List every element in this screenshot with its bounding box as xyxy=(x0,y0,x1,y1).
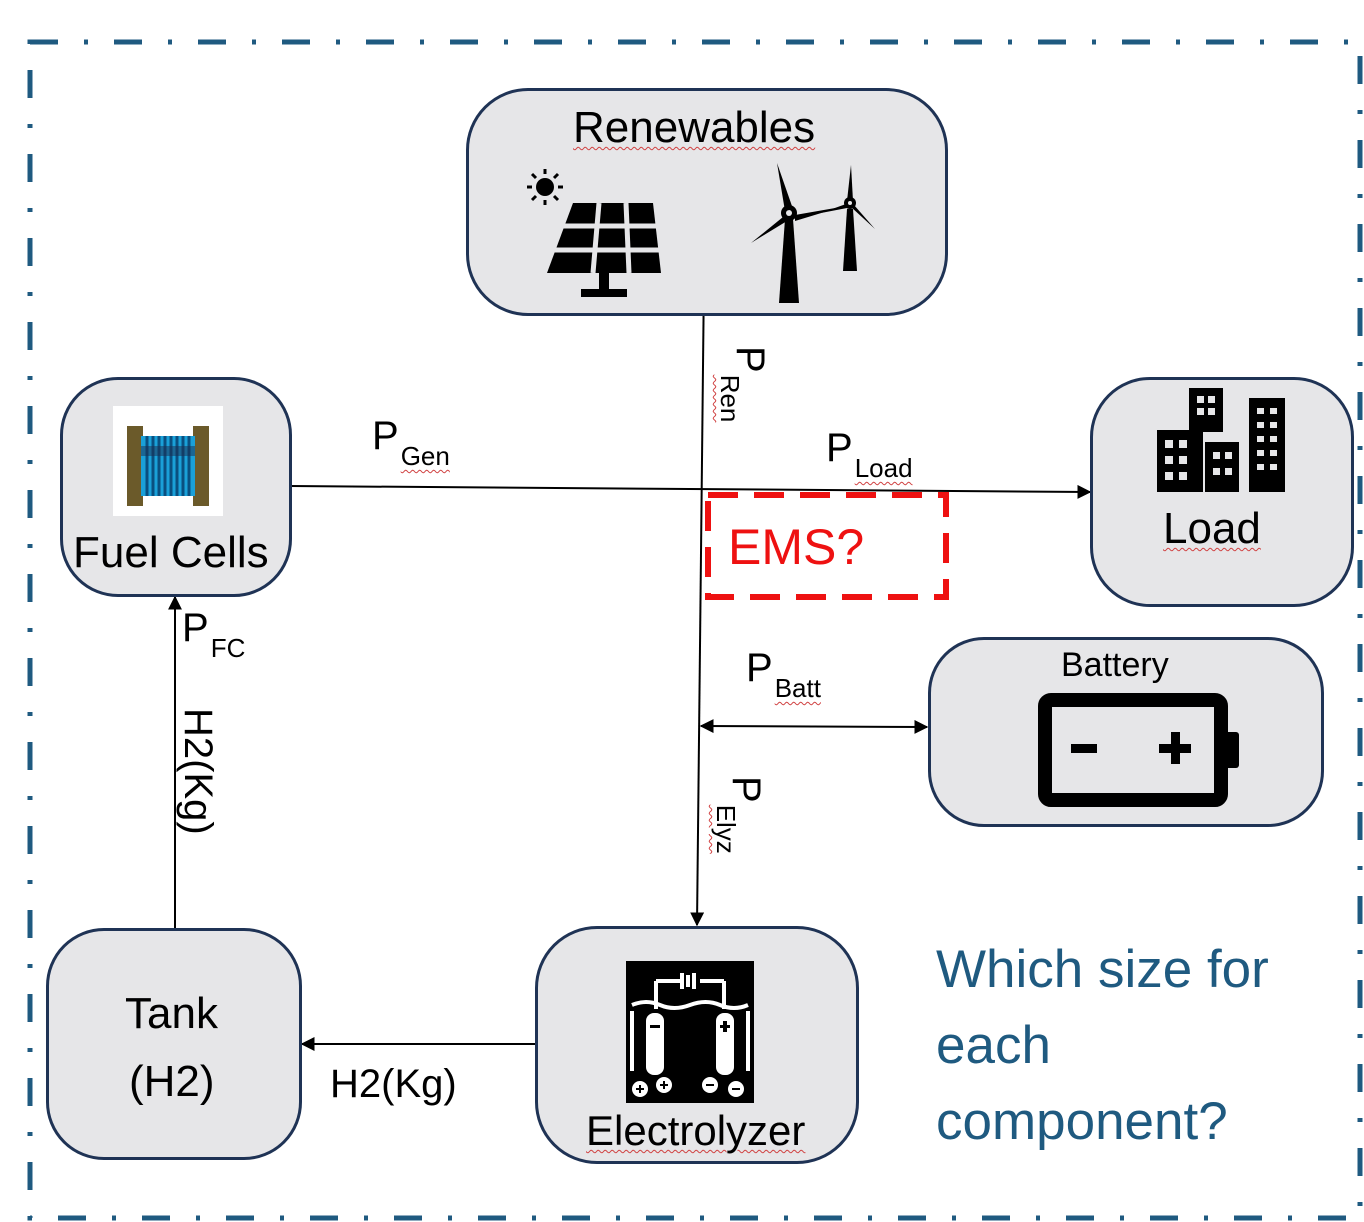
load-node: Load xyxy=(1090,377,1354,607)
fuel-cell-stack-icon xyxy=(113,406,223,516)
p-load-main: P xyxy=(826,426,853,470)
battery-arrow xyxy=(699,719,929,734)
boundary-frame xyxy=(27,39,1363,1221)
fuel-cells-label: Fuel Cells xyxy=(73,528,269,577)
h2-vertical-label: H2(Kg) xyxy=(176,708,220,835)
ems-label: EMS? xyxy=(728,519,865,575)
p-batt-label: PBatt xyxy=(746,646,821,703)
wind-turbine-icon xyxy=(751,163,875,303)
p-ren-main: P xyxy=(728,346,772,373)
tank-label-line2: (H2) xyxy=(129,1057,215,1106)
p-elyz-main: P xyxy=(724,776,768,803)
ems-box xyxy=(705,492,949,600)
buildings-icon xyxy=(1157,388,1285,492)
gen-to-load-arrow xyxy=(289,484,1092,499)
p-fc-main: P xyxy=(182,606,209,650)
tank-node: Tank (H2) xyxy=(46,928,302,1160)
h2-horizontal-label: H2(Kg) xyxy=(330,1062,457,1106)
p-batt-sub: Batt xyxy=(774,673,821,703)
p-elyz-label: PElyz xyxy=(711,776,768,854)
p-load-label: PLoad xyxy=(826,426,913,483)
p-fc-label: PFC xyxy=(182,606,245,663)
fuel-cells-node: Fuel Cells xyxy=(60,377,292,597)
p-gen-main: P xyxy=(372,414,399,458)
p-load-sub: Load xyxy=(854,453,913,483)
battery-icon xyxy=(1038,693,1239,807)
electrolyzer-label: Electrolyzer xyxy=(586,1107,806,1154)
renewables-node: Renewables xyxy=(466,88,948,316)
p-batt-main: P xyxy=(746,646,773,690)
p-ren-sub: Ren xyxy=(715,374,745,423)
p-gen-sub: Gen xyxy=(400,441,450,471)
renewables-label: Renewables xyxy=(573,103,816,152)
sizing-question: Which size for each component? xyxy=(936,940,1269,1151)
p-ren-label: PRen xyxy=(715,346,772,422)
p-elyz-sub: Elyz xyxy=(711,804,741,854)
electrolyzer-node: Electrolyzer xyxy=(535,926,859,1164)
solar-panel-icon xyxy=(527,169,661,297)
load-label: Load xyxy=(1163,504,1261,553)
p-fc-sub: FC xyxy=(210,633,246,663)
p-gen-label: PGen xyxy=(372,414,450,471)
tank-label-line1: Tank xyxy=(125,989,218,1038)
electrolyzer-icon xyxy=(626,961,754,1103)
battery-node: Battery xyxy=(928,637,1324,827)
battery-label: Battery xyxy=(1061,646,1169,684)
